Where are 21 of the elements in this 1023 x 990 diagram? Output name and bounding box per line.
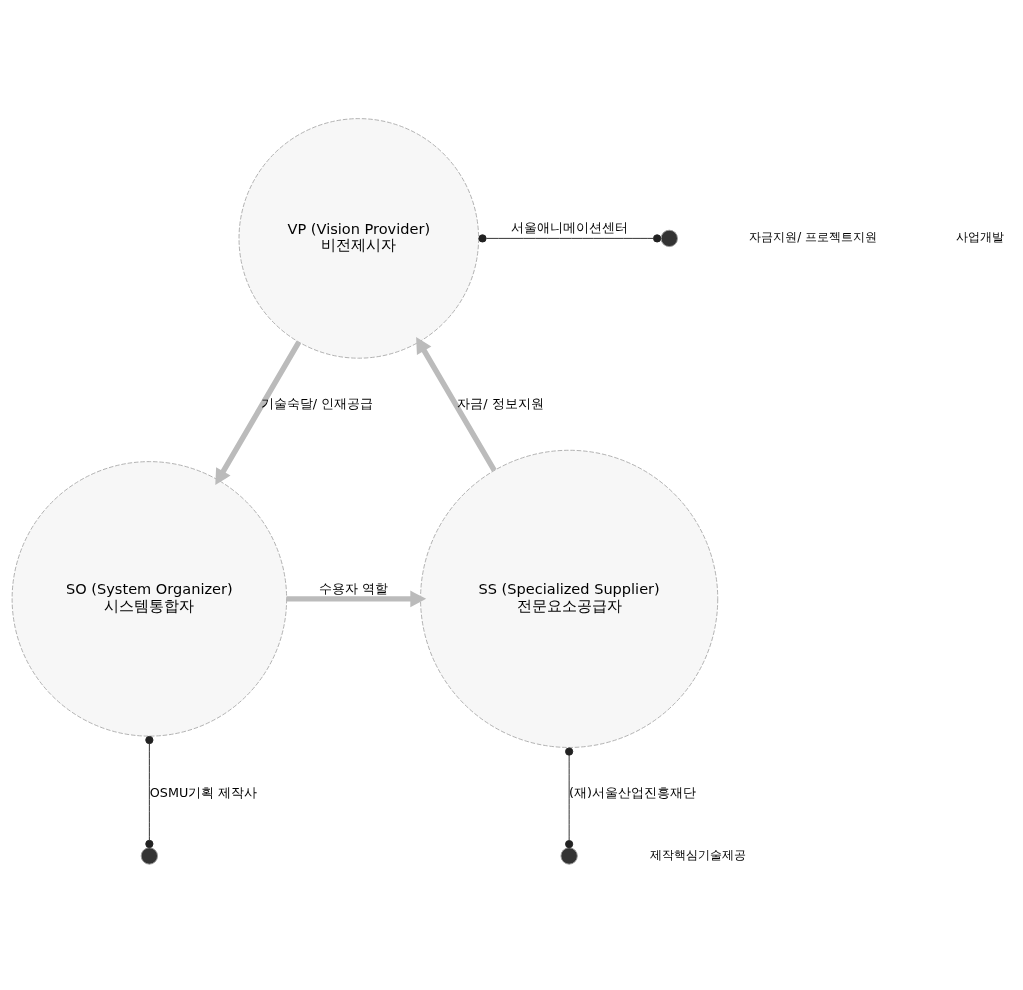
label: 제작핵심기술제공 <box>649 847 746 862</box>
edge-label: 수용자 역할 <box>318 580 388 596</box>
connector <box>478 233 662 242</box>
connector <box>145 735 154 848</box>
node-circle <box>560 846 578 865</box>
connector <box>565 746 574 848</box>
node-circle: SS (Specialized Supplier) 전문요소공급자 <box>420 449 719 748</box>
label: 사업개발 <box>955 230 1004 244</box>
edge-label: 서울애니메이션센터 <box>511 219 629 235</box>
arrow <box>416 336 497 472</box>
arrow <box>286 590 427 607</box>
edge-label: 자금/ 정보지원 <box>457 395 544 411</box>
node-circle <box>660 229 678 247</box>
node-circle <box>140 846 158 865</box>
edge-label: (재)서울산업진흥재단 <box>568 784 696 800</box>
edge-label: OSMU기획 제작사 <box>149 784 258 800</box>
label: 자금지원/ 프로젝트지원 <box>749 230 878 244</box>
arrow <box>215 340 302 485</box>
node-circle: VP (Vision Provider) 비전제시자 <box>238 117 480 359</box>
node-circle: SO (System Organizer) 시스템통합자 <box>11 460 288 737</box>
edge-label: 기술숙달/ 인재공급 <box>260 395 374 411</box>
